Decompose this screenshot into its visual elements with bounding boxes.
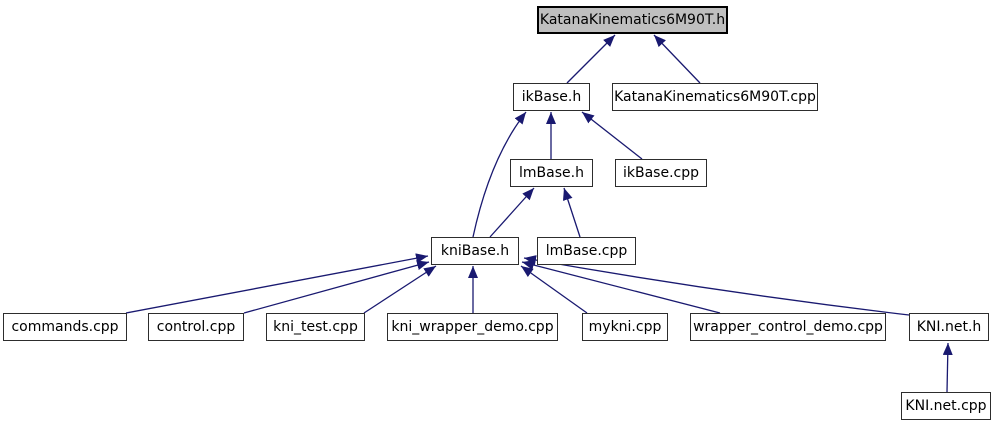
edge-kni-net-h-to-knibase-h: [523, 255, 910, 316]
node-ikbase-h[interactable]: ikBase.h: [513, 83, 590, 111]
edge-ikbase-h-to-katanakinematics6m90t-h: [566, 34, 616, 84]
node-control-cpp[interactable]: control.cpp: [148, 313, 244, 341]
node-mykni-cpp[interactable]: mykni.cpp: [582, 313, 668, 341]
node-kni-net-h[interactable]: KNI.net.h: [909, 313, 989, 341]
edge-knibase-h-to-ikbase-h: [472, 111, 527, 238]
edge-knibase-h-to-lmbase-h: [489, 187, 535, 238]
node-commands-cpp[interactable]: commands.cpp: [3, 313, 127, 341]
node-kni-net-cpp[interactable]: KNI.net.cpp: [901, 392, 991, 420]
edge-katanakinematics6m90t-cpp-to-katanakinematics6m90t-h: [653, 34, 701, 84]
node-lmbase-cpp[interactable]: lmBase.cpp: [537, 237, 636, 265]
edge-mykni-cpp-to-knibase-h: [520, 265, 588, 314]
node-katanakinematics6m90t-cpp[interactable]: KatanaKinematics6M90T.cpp: [612, 83, 818, 111]
edge-lmbase-cpp-to-lmbase-h: [562, 187, 581, 238]
edge-kni-test-cpp-to-knibase-h: [363, 265, 437, 314]
edge-ikbase-cpp-to-ikbase-h: [581, 111, 643, 160]
edge-commands-cpp-to-knibase-h: [125, 253, 429, 314]
node-kni-test-cpp[interactable]: kni_test.cpp: [266, 313, 365, 341]
node-kni-wrapper-demo-cpp[interactable]: kni_wrapper_demo.cpp: [387, 313, 558, 341]
node-lmbase-h[interactable]: lmBase.h: [510, 159, 593, 187]
edge-control-cpp-to-knibase-h: [243, 260, 430, 314]
node-wrapper-control-demo-cpp[interactable]: wrapper_control_demo.cpp: [690, 313, 886, 341]
node-katanakinematics6m90t-h: KatanaKinematics6M90T.h: [537, 6, 728, 34]
node-ikbase-cpp[interactable]: ikBase.cpp: [615, 159, 707, 187]
edge-kni-net-cpp-to-kni-net-h: [942, 342, 953, 393]
node-knibase-h[interactable]: kniBase.h: [431, 237, 519, 265]
edge-wrapper-control-demo-cpp-to-knibase-h: [521, 260, 721, 314]
